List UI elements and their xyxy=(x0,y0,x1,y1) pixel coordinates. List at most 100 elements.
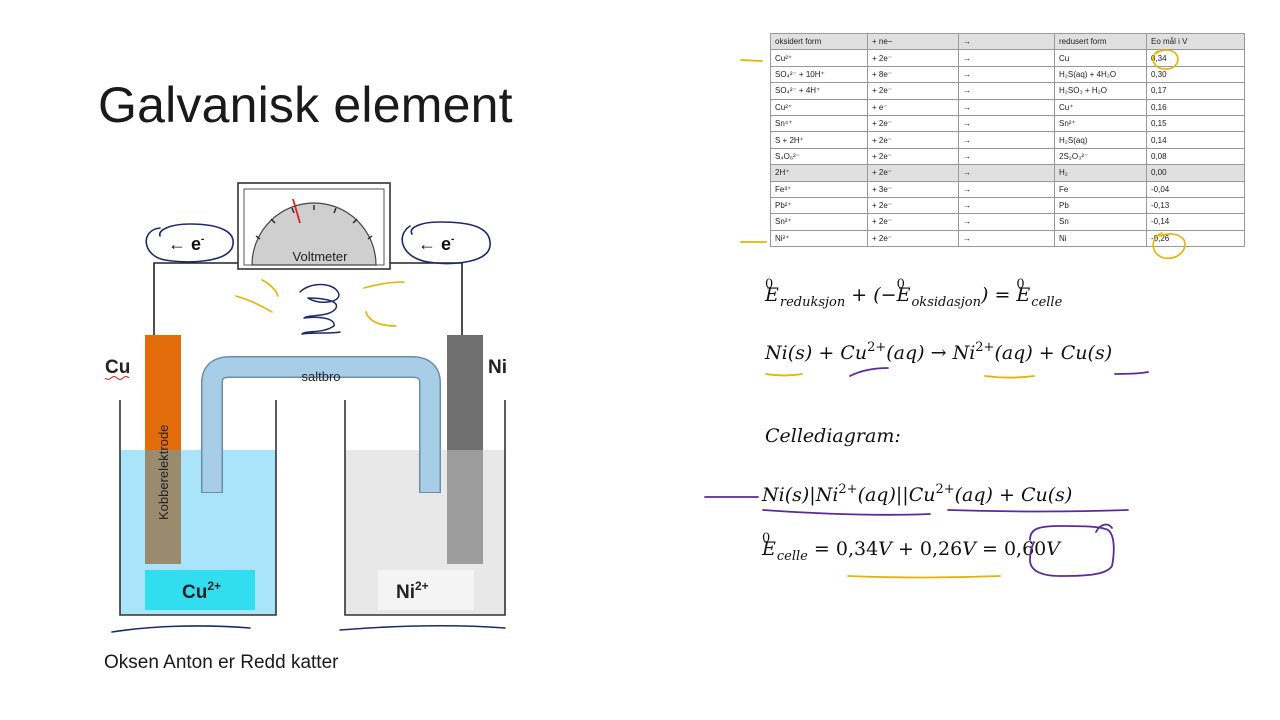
cell-reduced: H₂ xyxy=(1054,164,1147,182)
voltmeter-label: Voltmeter xyxy=(293,249,349,264)
cell-electrons: + 2e⁻ xyxy=(867,147,959,166)
cell-arrow: → xyxy=(958,65,1055,84)
cell-reduced: Pb xyxy=(1054,196,1147,215)
cu-ion-label: Cu2+ xyxy=(182,579,221,603)
electron-flow-left: ← e- xyxy=(168,234,204,254)
cell-reduced: Sn²⁺ xyxy=(1054,114,1147,133)
copper-electrode-submerged xyxy=(145,450,181,564)
reduction-potential-table: oksidert form + ne− → redusert form Eo m… xyxy=(770,32,1245,248)
cell-oxidized: S₄O₆²⁻ xyxy=(770,147,868,166)
cell-potential: 0,16 xyxy=(1146,98,1245,116)
table-row: Ni²⁺+ 2e⁻→Ni-0,26 xyxy=(770,229,1245,248)
equation-cell-reaction: Ni(s) + Cu2+(aq) → Ni2+(aq) + Cu(s) xyxy=(765,340,1113,364)
cell-oxidized: SO₄²⁻ + 10H⁺ xyxy=(770,65,868,84)
equation-cell-diagram: Ni(s)|Ni2+(aq)||Cu2+(aq) + Cu(s) xyxy=(762,482,1073,506)
cell-reduced: 2S₂O₃²⁻ xyxy=(1054,147,1147,166)
cell-reduced: H₂SO₃ + H₂O xyxy=(1054,82,1147,100)
cell-oxidized: Fe³⁺ xyxy=(770,180,868,198)
salt-bridge-label: saltbro xyxy=(301,369,340,384)
cell-potential: 0,15 xyxy=(1146,114,1245,133)
ink-yellow-underline-potentials xyxy=(847,575,1001,579)
cell-electrons: + 2e⁻ xyxy=(867,49,959,67)
ink-underline-cu-s xyxy=(1114,371,1149,375)
cell-oxidized: SO₄²⁻ + 4H⁺ xyxy=(770,82,868,100)
table-row: S + 2H⁺+ 2e⁻→H₂S(aq)0,14 xyxy=(770,131,1245,149)
ink-purple-underline-ni-side xyxy=(762,509,931,516)
cell-electrons: + 2e⁻ xyxy=(867,114,959,133)
ni-metal-label: Ni xyxy=(488,357,507,378)
cell-oxidized: 2H⁺ xyxy=(770,164,868,182)
left-beaker xyxy=(119,400,277,616)
cell-reduced: Fe xyxy=(1054,180,1147,198)
cell-reduced: Sn xyxy=(1054,213,1147,231)
ni-ion-box xyxy=(378,570,474,610)
table-row: Fe³⁺+ 3e⁻→Fe-0,04 xyxy=(770,180,1245,198)
cell-electrons: + 2e⁻ xyxy=(867,131,959,149)
galvanic-cell-diagram: Voltmeter ← e- ← e- Cu2+ Ni2+ saltbro Ko… xyxy=(104,182,507,616)
ink-underline-cu2-aq xyxy=(849,367,889,377)
cell-arrow: → xyxy=(958,82,1055,100)
cell-reduced: Cu⁺ xyxy=(1054,98,1147,116)
header-potential: Eo mål i V xyxy=(1146,32,1245,51)
cell-potential: 0,30 xyxy=(1146,65,1245,84)
cell-arrow: → xyxy=(958,114,1055,133)
cell-potential: -0,04 xyxy=(1146,180,1245,198)
cell-oxidized: Ni²⁺ xyxy=(770,229,868,248)
table-row: Sn⁴⁺+ 2e⁻→Sn²⁺0,15 xyxy=(770,114,1245,133)
salt-bridge: saltbro xyxy=(201,356,441,493)
voltmeter: Voltmeter xyxy=(237,182,391,270)
cell-reduced: H₂S(aq) xyxy=(1054,131,1147,149)
nickel-electrode-top xyxy=(447,335,483,450)
cell-electrons: + e⁻ xyxy=(867,98,959,116)
table-row: Pb²⁺+ 2e⁻→Pb-0,13 xyxy=(770,196,1245,215)
right-beaker xyxy=(344,400,506,616)
cell-potential: 0,34 xyxy=(1146,49,1245,67)
table-row: S₄O₆²⁻+ 2e⁻→2S₂O₃²⁻0,08 xyxy=(770,147,1245,166)
cell-potential: 0,14 xyxy=(1146,131,1245,149)
electron-flow-right: ← e- xyxy=(418,234,454,254)
ni-ion-label: Ni2+ xyxy=(396,579,429,603)
cell-potential: -0,26 xyxy=(1146,229,1245,248)
cell-reduced: H₂S(aq) + 4H₂O xyxy=(1054,65,1147,84)
cu-ion-box xyxy=(145,570,255,610)
header-electrons: + ne− xyxy=(867,32,959,51)
cell-arrow: → xyxy=(958,164,1055,182)
wire-right xyxy=(390,262,463,335)
cell-electrons: + 8e⁻ xyxy=(867,65,959,84)
cell-reduced: Cu xyxy=(1054,49,1147,67)
cell-arrow: → xyxy=(958,213,1055,231)
cell-potential: 0,08 xyxy=(1146,147,1245,166)
header-arrow: → xyxy=(958,32,1055,51)
ink-underline-ni2-aq xyxy=(984,375,1035,379)
cell-electrons: + 2e⁻ xyxy=(867,82,959,100)
voltmeter-needle xyxy=(292,198,301,224)
slide-title: Galvanisk element xyxy=(98,77,513,133)
table-row: Cu²⁺+ e⁻→Cu⁺0,16 xyxy=(770,98,1245,116)
wire-left xyxy=(153,262,238,335)
electrode-label: Kobberelektrode xyxy=(156,425,171,520)
header-oxidized: oksidert form xyxy=(770,32,868,51)
cell-arrow: → xyxy=(958,98,1055,116)
cell-oxidized: Sn²⁺ xyxy=(770,213,868,231)
cell-arrow: → xyxy=(958,229,1055,248)
cell-potential: -0,13 xyxy=(1146,196,1245,215)
nickel-electrode-submerged xyxy=(447,450,483,564)
mnemonic-footer: Oksen Anton er Redd katter xyxy=(104,652,339,673)
cell-arrow: → xyxy=(958,196,1055,215)
cell-arrow: → xyxy=(958,49,1055,67)
cell-electrons: + 2e⁻ xyxy=(867,164,959,182)
cell-electrons: + 2e⁻ xyxy=(867,229,959,248)
cell-oxidized: Cu²⁺ xyxy=(770,49,868,67)
table-row: Sn²⁺+ 2e⁻→Sn-0,14 xyxy=(770,213,1245,231)
copper-electrode-top xyxy=(145,335,181,450)
cell-oxidized: Pb²⁺ xyxy=(770,196,868,215)
cell-potential: -0,14 xyxy=(1146,213,1245,231)
table-header-row: oksidert form + ne− → redusert form Eo m… xyxy=(770,32,1245,51)
spellcheck-squiggle xyxy=(104,376,130,380)
